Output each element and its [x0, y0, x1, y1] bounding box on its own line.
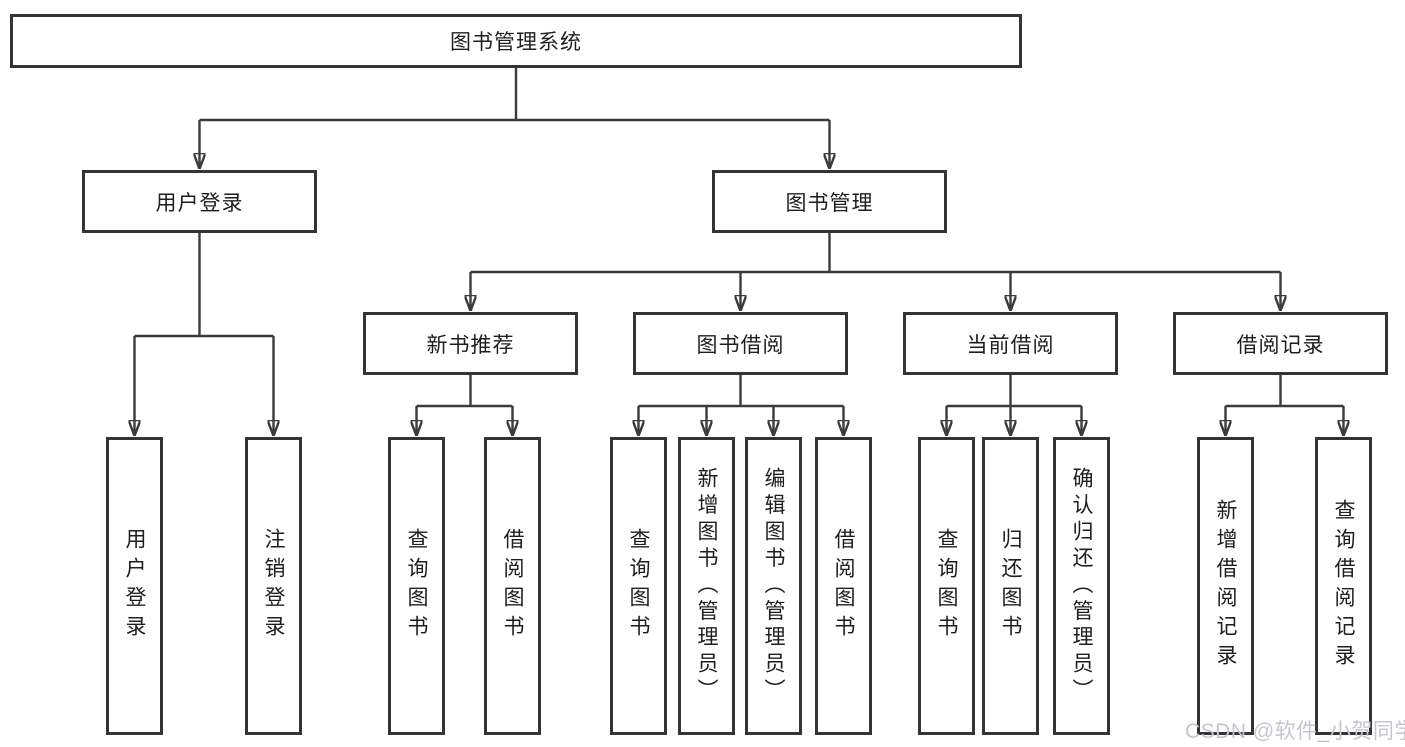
connector-user-login-trunk [134, 233, 274, 338]
connector-book-management-trunk [470, 233, 1281, 274]
leaf-borrowing-borrow-books: 借阅图书 [815, 437, 872, 735]
node-root-system: 图书管理系统 [10, 14, 1022, 68]
connector-new-book-recommend-trunk [416, 375, 513, 408]
leaf-recommend-query-books: 查询图书 [388, 437, 445, 735]
connector-book-borrowing-trunk [638, 375, 844, 408]
leaf-borrowing-query-books: 查询图书 [610, 437, 667, 735]
leaf-recommend-borrow-books: 借阅图书 [484, 437, 541, 735]
leaf-current-return-books: 归还图书 [982, 437, 1039, 735]
connector-borrowing-records-trunk [1225, 375, 1344, 408]
leaf-user-login: 用户登录 [106, 437, 163, 735]
leaf-current-query-books: 查询图书 [918, 437, 975, 735]
csdn-watermark: CSDN @软件_小贺同学 [1185, 720, 1405, 743]
leaf-current-confirm-return-admin: 确认归还（管理员） [1053, 437, 1110, 735]
leaf-records-query-record: 查询借阅记录 [1315, 437, 1372, 735]
leaf-records-add-record: 新增借阅记录 [1197, 437, 1254, 735]
node-user-login: 用户登录 [82, 170, 317, 233]
node-book-management: 图书管理 [712, 170, 947, 233]
connector-current-borrowing-trunk [946, 375, 1082, 408]
node-current-borrowing: 当前借阅 [903, 312, 1118, 375]
leaf-logout: 注销登录 [245, 437, 302, 735]
node-book-borrowing: 图书借阅 [633, 312, 848, 375]
node-borrowing-records: 借阅记录 [1173, 312, 1388, 375]
connector-root-trunk [199, 68, 830, 122]
leaf-borrowing-add-books-admin: 新增图书（管理员） [678, 437, 735, 735]
leaf-borrowing-edit-books-admin: 编辑图书（管理员） [745, 437, 802, 735]
node-new-book-recommend: 新书推荐 [363, 312, 578, 375]
